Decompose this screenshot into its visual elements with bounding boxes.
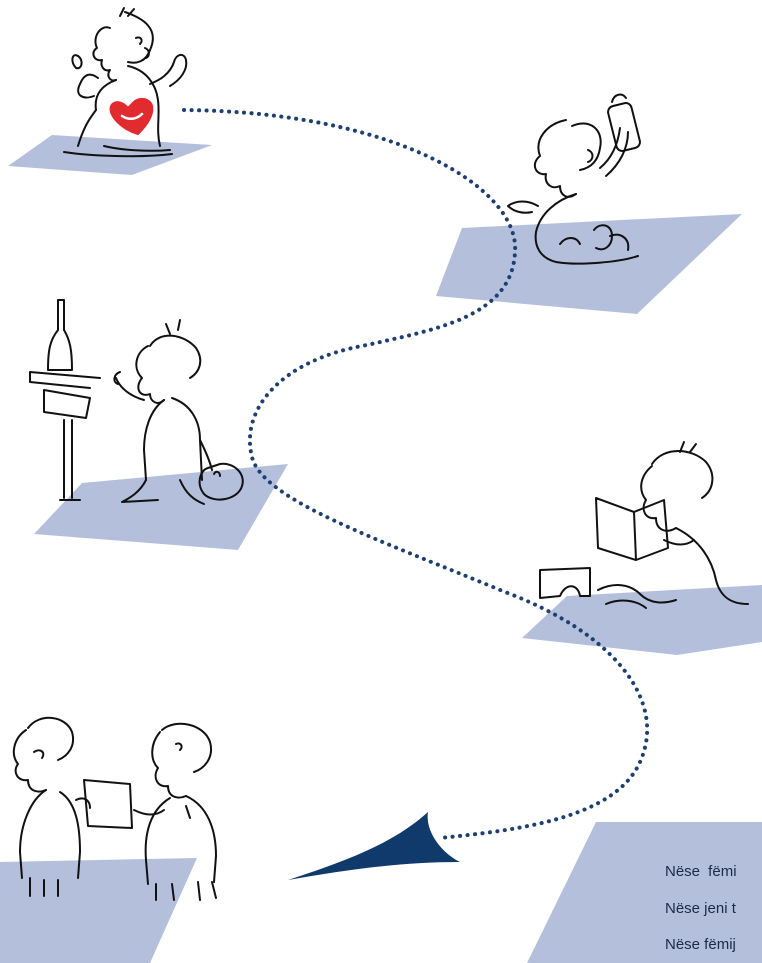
child-reading-book-icon (540, 442, 748, 608)
baby-sitting-heart-icon (64, 8, 186, 156)
caption-line-2: Nëse jeni t (665, 900, 737, 917)
platform-5 (0, 858, 197, 963)
arrow-head (288, 812, 460, 880)
caption-line-1: Nëse fëmi (665, 863, 737, 880)
heart-shape (111, 99, 153, 134)
caption-line-3: Nëse fëmij (665, 936, 736, 953)
